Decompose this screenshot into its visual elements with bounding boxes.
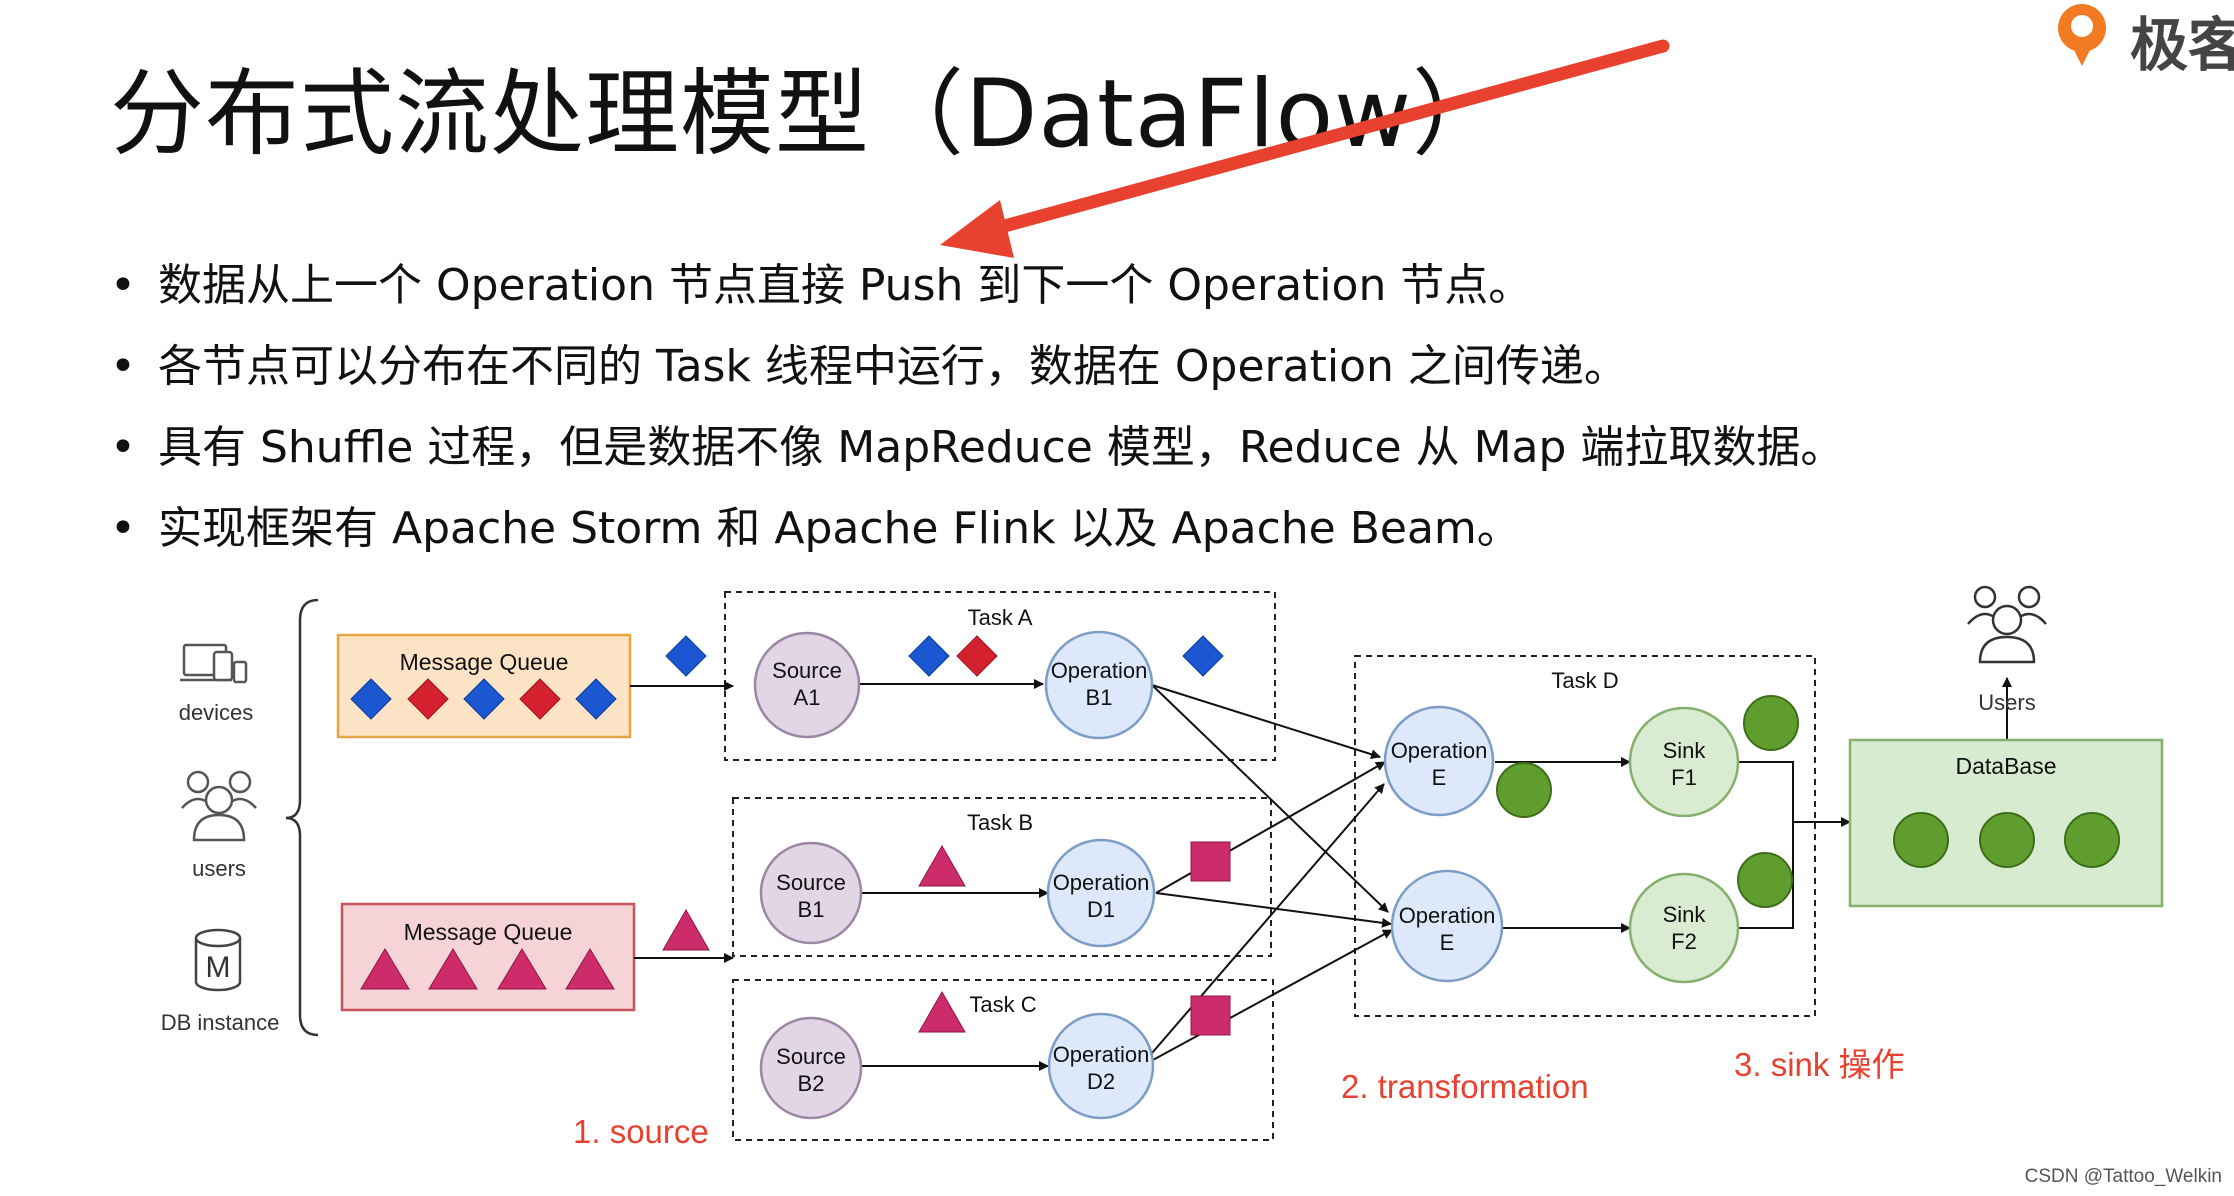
geekbang-logo <box>2058 4 2106 66</box>
node-label: Source <box>772 658 842 683</box>
green-dot-icon <box>1979 812 2035 868</box>
db-instance-label: DB instance <box>161 1010 280 1035</box>
brace <box>285 598 319 1037</box>
node-label: Operation <box>1053 870 1150 895</box>
queue-1-label: Message Queue <box>400 649 569 675</box>
node-label: Operation <box>1399 903 1496 928</box>
triangle-icon <box>662 908 710 951</box>
users-label: Users <box>1978 690 2035 715</box>
node-label: Operation <box>1051 658 1148 683</box>
message-queue-1: Message Queue <box>336 633 632 739</box>
annotation-arrow <box>940 39 1670 258</box>
triangle-icon <box>497 948 547 990</box>
task-a-label: Task A <box>968 605 1033 630</box>
node-label: F2 <box>1671 929 1697 954</box>
node-label: Operation <box>1053 1042 1150 1067</box>
task-c-box <box>732 979 1274 1141</box>
blue-diamond-icon <box>1182 635 1224 677</box>
task-d-label: Task D <box>1551 668 1618 693</box>
blue-diamond-icon <box>463 678 505 720</box>
green-dot-icon <box>1743 695 1799 751</box>
triangle-icon <box>360 948 410 990</box>
node-sink-f1: Sink F1 <box>1628 706 1740 818</box>
task-c-label: Task C <box>969 992 1036 1017</box>
node-label: B2 <box>798 1071 825 1096</box>
devices-icon <box>180 643 248 684</box>
red-diamond-icon <box>956 635 998 677</box>
node-label: Operation <box>1391 738 1488 763</box>
message-queue-2: Message Queue <box>340 902 636 1012</box>
square-icon <box>1190 841 1231 882</box>
red-diamond-icon <box>407 678 449 720</box>
green-dot-icon <box>1893 812 1949 868</box>
bullet-item: 具有 Shuffle 过程，但是数据不像 MapReduce 模型，Reduce… <box>110 407 1844 488</box>
triangle-icon <box>918 844 966 887</box>
triangle-icon <box>918 990 966 1033</box>
node-label: F1 <box>1671 765 1697 790</box>
blue-diamond-icon <box>350 678 392 720</box>
bullet-list: 数据从上一个 Operation 节点直接 Push 到下一个 Operatio… <box>110 245 1844 569</box>
green-dot-icon <box>1737 852 1793 908</box>
node-label: D2 <box>1087 1069 1115 1094</box>
blue-diamond-icon <box>908 635 950 677</box>
stage-source-label: 1. source <box>573 1113 709 1150</box>
node-operation-e1: Operation E <box>1383 705 1495 817</box>
square-icon <box>1190 995 1231 1036</box>
node-operation-d2: Operation D2 <box>1047 1012 1155 1120</box>
blue-diamond-icon <box>665 635 707 677</box>
task-d-box <box>1354 655 1816 1017</box>
task-b-box <box>732 797 1272 957</box>
node-label: B1 <box>798 897 825 922</box>
users-source-label: users <box>192 856 246 881</box>
stage-transformation-label: 2. transformation <box>1341 1068 1589 1105</box>
stage-sink-label: 3. sink 操作 <box>1734 1046 1905 1083</box>
users-group-icon <box>1967 585 2047 664</box>
node-operation-e2: Operation E <box>1390 869 1504 983</box>
triangle-icon <box>428 948 478 990</box>
queue-2-label: Message Queue <box>404 919 573 945</box>
node-operation-b1: Operation B1 <box>1044 630 1154 740</box>
blue-diamond-icon <box>575 678 617 720</box>
devices-label: devices <box>179 700 254 725</box>
db-glyph: M <box>206 951 231 984</box>
node-label: D1 <box>1087 897 1115 922</box>
node-source-a1: Source A1 <box>753 631 861 739</box>
database-icon <box>194 928 242 992</box>
red-diamond-icon <box>519 678 561 720</box>
watermark: CSDN @Tattoo_Welkin <box>2024 1166 2222 1187</box>
node-source-b1: Source B1 <box>759 841 863 945</box>
node-source-b2: Source B2 <box>759 1016 863 1120</box>
node-label: A1 <box>794 685 821 710</box>
node-label: Source <box>776 870 846 895</box>
task-b-label: Task B <box>967 810 1033 835</box>
node-label: E <box>1432 765 1447 790</box>
green-dot-icon <box>2064 812 2120 868</box>
logo-text: 极客 <box>2130 11 2234 79</box>
node-label: B1 <box>1086 685 1113 710</box>
node-label: E <box>1440 930 1455 955</box>
bullet-item: 实现框架有 Apache Storm 和 Apache Flink 以及 Apa… <box>110 488 1844 569</box>
task-a-box <box>724 591 1276 761</box>
node-label: Sink <box>1663 738 1707 763</box>
triangle-icon <box>565 948 615 990</box>
node-operation-d1: Operation D1 <box>1046 838 1156 948</box>
database-label: DataBase <box>1955 753 2056 779</box>
database-box: DataBase <box>1848 738 2164 908</box>
green-dot-icon <box>1496 762 1552 818</box>
node-label: Sink <box>1663 902 1707 927</box>
bullet-item: 各节点可以分布在不同的 Task 线程中运行，数据在 Operation 之间传… <box>110 326 1844 407</box>
users-icon <box>181 770 257 842</box>
bullet-item: 数据从上一个 Operation 节点直接 Push 到下一个 Operatio… <box>110 245 1844 326</box>
node-sink-f2: Sink F2 <box>1628 872 1740 984</box>
node-label: Source <box>776 1044 846 1069</box>
